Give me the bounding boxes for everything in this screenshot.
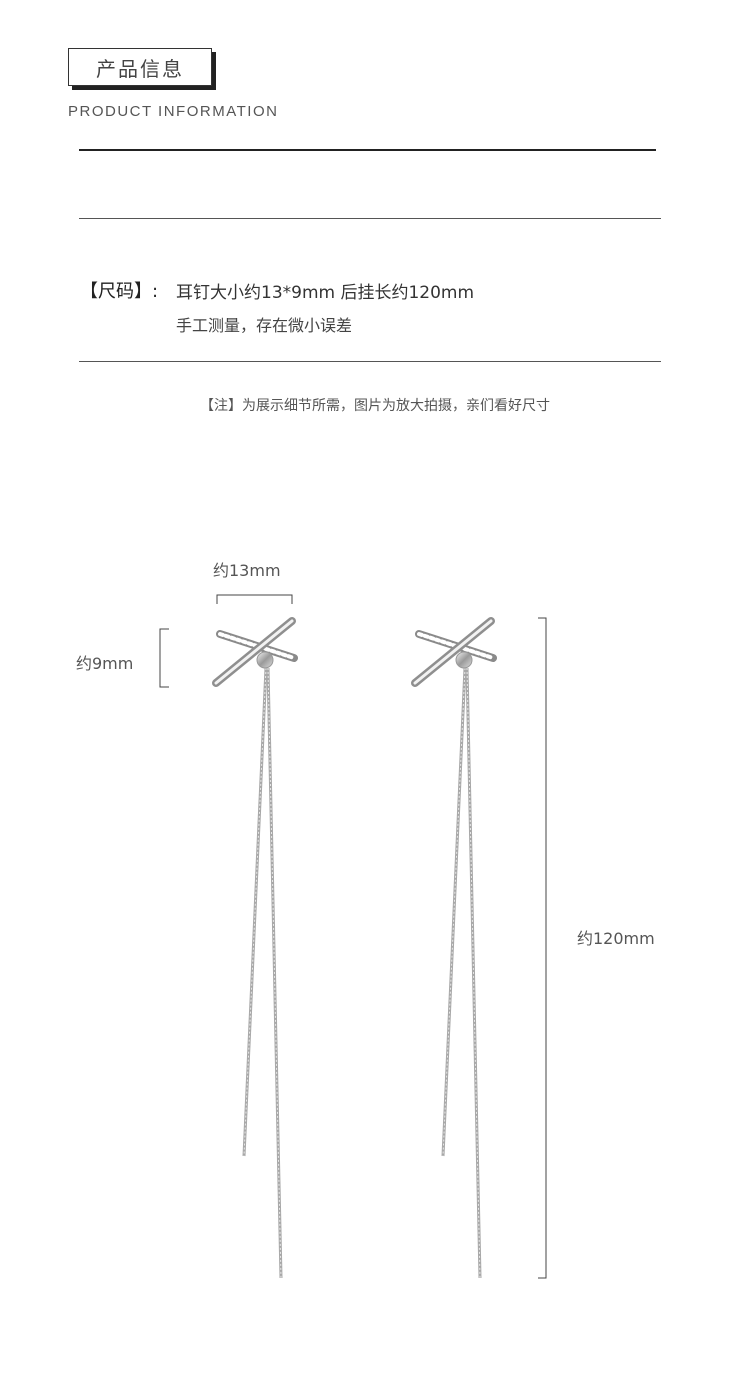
width-dimension-label: 约13mm: [213, 561, 281, 580]
size-dimensions-text: 耳钉大小约13*9mm 后挂长约120mm: [176, 283, 475, 303]
length-dimension-label: 约120mm: [577, 929, 655, 948]
divider-bottom: [79, 361, 661, 362]
section-title-text: 产品信息: [96, 56, 184, 81]
left-earring: [212, 617, 298, 1279]
section-subtitle: PRODUCT INFORMATION: [68, 103, 279, 120]
height-dimension-label: 约9mm: [76, 654, 134, 673]
size-measure-note: 手工测量，存在微小误差: [176, 316, 353, 335]
length-bracket: [538, 617, 547, 1279]
size-label: 【尺码】:: [80, 281, 159, 302]
section-title: 产品信息: [68, 48, 212, 86]
divider-thick: [79, 149, 656, 151]
photo-note: 【注】为展示细节所需，图片为放大拍摄，亲们看好尺寸: [200, 398, 550, 414]
width-bracket: [216, 594, 293, 604]
height-bracket: [159, 628, 169, 688]
right-earring: [411, 617, 497, 1279]
divider-top: [79, 218, 661, 219]
